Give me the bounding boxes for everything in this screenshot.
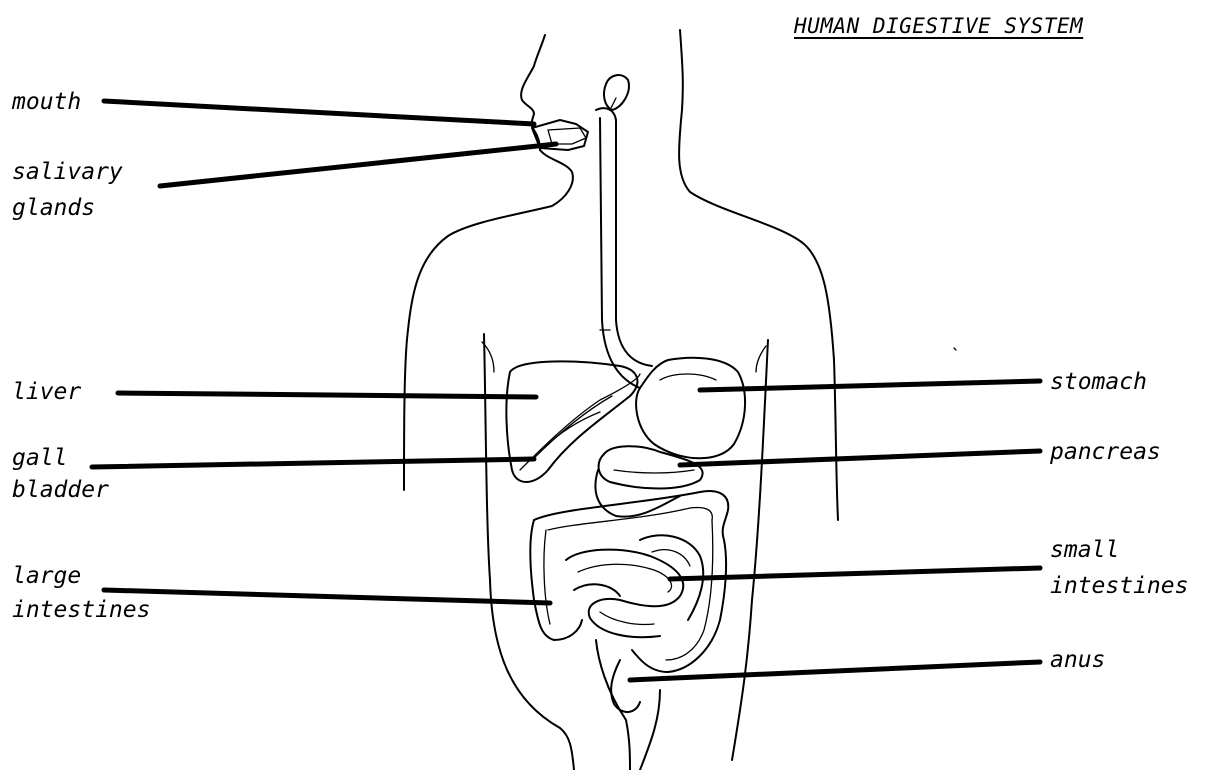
label-anus: anus (1050, 648, 1105, 672)
pancreas-leader (680, 451, 1040, 465)
large-leader (104, 590, 550, 603)
label-salivary-line1: salivary (12, 160, 123, 184)
esophagus (600, 118, 652, 388)
label-small-line1: small (1050, 538, 1119, 562)
label-pancreas: pancreas (1050, 440, 1161, 464)
salivary-leader (160, 144, 556, 186)
label-stomach: stomach (1050, 370, 1147, 394)
mouth-structure (532, 75, 629, 150)
leader-lines (92, 101, 1040, 680)
stomach-leader (700, 381, 1040, 390)
liver-leader (118, 393, 536, 397)
label-mouth: mouth (12, 90, 81, 114)
label-large-line2: intestines (12, 598, 150, 622)
label-gall-line1: gall (12, 446, 67, 470)
stomach-shape (636, 358, 745, 458)
body-outline (404, 30, 956, 770)
gall-leader (92, 459, 534, 467)
label-gall-line2: bladder (12, 478, 109, 502)
diagram-title: HUMAN DIGESTIVE SYSTEM (794, 14, 1083, 38)
label-salivary-line2: glands (12, 196, 95, 220)
label-small-line2: intestines (1050, 574, 1188, 598)
label-large-line1: large (12, 564, 81, 588)
small-intestine-shape (566, 535, 703, 637)
label-liver: liver (12, 380, 81, 404)
mouth-leader (104, 101, 534, 124)
anus-leader (630, 662, 1040, 680)
liver-shape (506, 361, 640, 482)
